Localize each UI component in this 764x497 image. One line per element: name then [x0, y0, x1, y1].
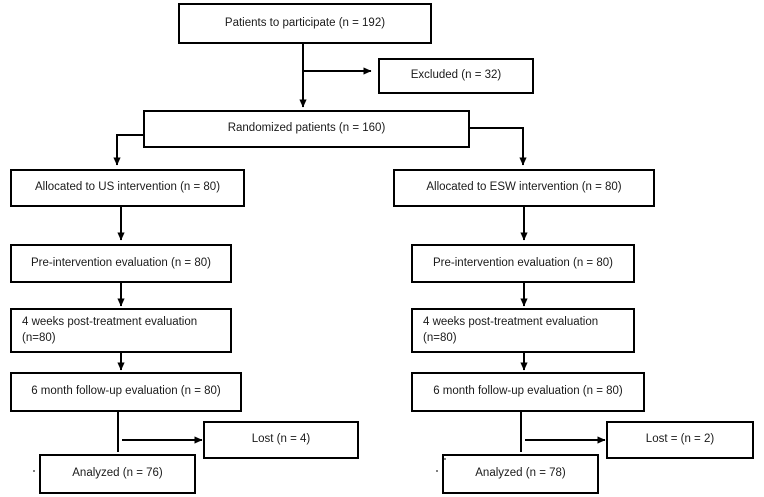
node-right-six-month: 6 month follow-up evaluation (n = 80)	[411, 372, 645, 412]
node-left-analyzed: Analyzed (n = 76)	[39, 454, 196, 494]
node-left-lost-label: Lost (n = 4)	[251, 433, 311, 446]
node-left-pre-intervention-label: Pre-intervention evaluation (n = 80)	[31, 256, 211, 269]
node-randomized-label: Randomized patients (n = 160)	[227, 122, 386, 135]
node-enrollment: Patients to participate (n = 192)	[178, 3, 432, 44]
node-right-lost-label: Lost = (n = 2)	[645, 433, 715, 446]
node-right-four-weeks-label: 4 weeks post-treatment evaluation (n=80)	[423, 315, 599, 344]
node-right-analyzed-label: Analyzed (n = 78)	[475, 467, 566, 480]
node-right-allocated-label: Allocated to ESW intervention (n = 80)	[426, 181, 622, 194]
scan-artifact-dot-right	[436, 470, 438, 472]
scan-artifact-dot-center	[444, 458, 446, 460]
node-right-analyzed: Analyzed (n = 78)	[442, 454, 599, 494]
node-enrollment-label: Patients to participate (n = 192)	[224, 16, 386, 29]
node-left-allocated-label: Allocated to US intervention (n = 80)	[34, 181, 221, 194]
node-left-pre-intervention: Pre-intervention evaluation (n = 80)	[10, 244, 232, 283]
node-right-lost: Lost = (n = 2)	[606, 421, 754, 459]
node-left-analyzed-label: Analyzed (n = 76)	[72, 467, 163, 480]
node-randomized: Randomized patients (n = 160)	[143, 110, 470, 148]
connector-randomized-to-right-arm	[470, 127, 527, 166]
connector-randomized-to-left-arm	[113, 134, 143, 166]
node-excluded-label: Excluded (n = 32)	[410, 69, 502, 82]
node-left-four-weeks-label: 4 weeks post-treatment evaluation (n=80)	[22, 315, 198, 344]
node-right-allocated: Allocated to ESW intervention (n = 80)	[393, 169, 655, 207]
node-left-four-weeks: 4 weeks post-treatment evaluation (n=80)	[10, 308, 232, 353]
node-right-pre-intervention-label: Pre-intervention evaluation (n = 80)	[433, 256, 613, 269]
node-right-four-weeks: 4 weeks post-treatment evaluation (n=80)	[411, 308, 635, 353]
scan-artifact-dot-left	[33, 470, 35, 472]
node-left-six-month-label: 6 month follow-up evaluation (n = 80)	[31, 385, 221, 398]
node-left-lost: Lost (n = 4)	[203, 421, 359, 459]
node-excluded: Excluded (n = 32)	[378, 58, 534, 94]
node-left-allocated: Allocated to US intervention (n = 80)	[10, 169, 245, 207]
node-right-six-month-label: 6 month follow-up evaluation (n = 80)	[433, 385, 623, 398]
node-left-six-month: 6 month follow-up evaluation (n = 80)	[10, 372, 242, 412]
node-right-pre-intervention: Pre-intervention evaluation (n = 80)	[411, 244, 635, 283]
